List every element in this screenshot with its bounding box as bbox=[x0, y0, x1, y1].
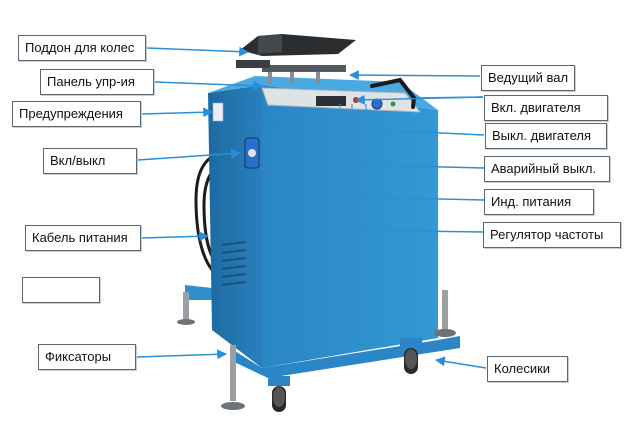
label-wheels: Колесики bbox=[487, 356, 568, 382]
label-empty bbox=[22, 277, 100, 303]
label-drive-shaft: Ведущий вал bbox=[481, 65, 575, 91]
green-indicator bbox=[390, 101, 396, 107]
label-warnings: Предупреждения bbox=[12, 101, 141, 127]
label-motor-on: Вкл. двигателя bbox=[484, 95, 608, 121]
label-on-off: Вкл/выкл bbox=[43, 148, 137, 174]
top-handle bbox=[370, 77, 417, 109]
panel-leader-lines bbox=[339, 104, 377, 230]
label-locks: Фиксаторы bbox=[38, 344, 136, 370]
label-emergency-stop: Аварийный выкл. bbox=[484, 156, 610, 182]
machine bbox=[177, 34, 460, 412]
side-panel bbox=[208, 85, 262, 368]
leveling-foot-right bbox=[434, 290, 456, 337]
label-motor-off: Выкл. двигателя bbox=[485, 123, 607, 149]
power-switch bbox=[244, 137, 260, 169]
arrows-right bbox=[339, 70, 487, 369]
side-foot-pad bbox=[177, 319, 195, 325]
caster-front bbox=[268, 376, 290, 412]
front-panel bbox=[262, 85, 438, 368]
leveling-foot-left bbox=[221, 345, 245, 410]
display-window bbox=[316, 96, 346, 106]
arrows-left bbox=[136, 46, 263, 360]
label-power-indicator: Инд. питания bbox=[484, 189, 594, 215]
label-control-panel: Панель упр-ия bbox=[40, 69, 154, 95]
warning-sticker bbox=[212, 102, 224, 122]
label-wheel-pan: Поддон для колес bbox=[18, 35, 146, 61]
caster-back bbox=[400, 338, 422, 374]
emergency-button bbox=[371, 98, 383, 110]
vent-slots bbox=[221, 241, 247, 286]
label-power-cable: Кабель питания bbox=[25, 225, 141, 251]
wheel-pan bbox=[236, 34, 356, 84]
label-frequency-regulator: Регулятор частоты bbox=[483, 222, 621, 248]
side-foot bbox=[183, 292, 189, 320]
